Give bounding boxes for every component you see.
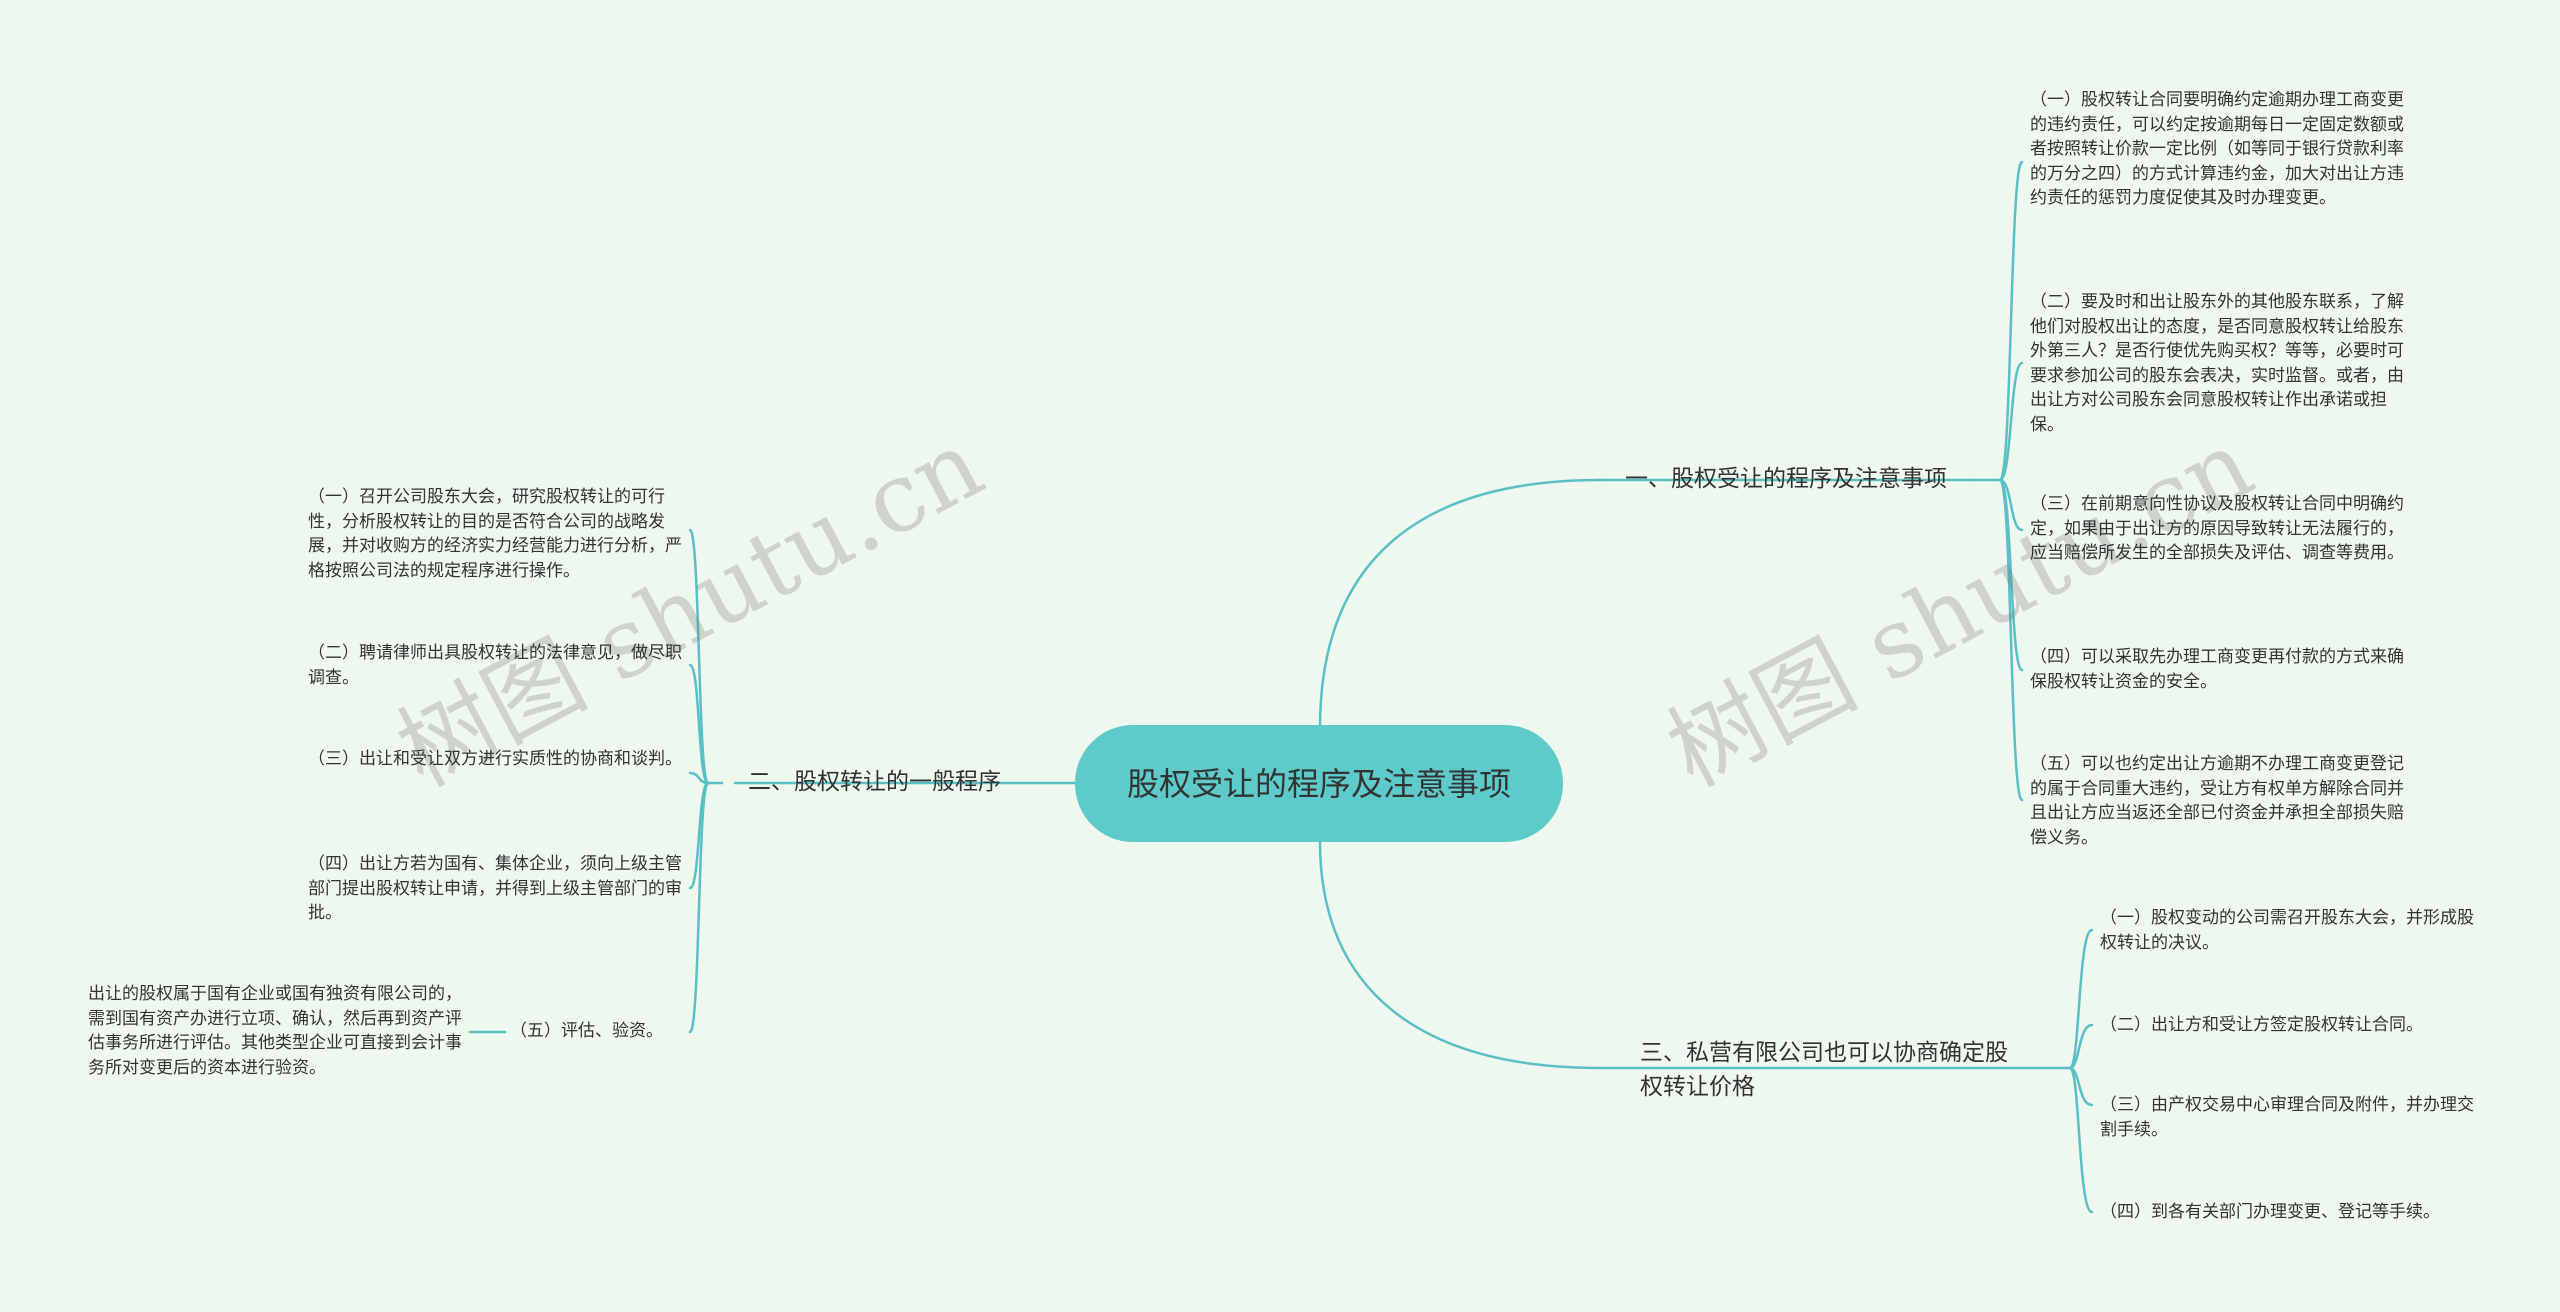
branch-1-label: 一、股权受让的程序及注意事项 [1625,466,1947,492]
b1-item-5-text: （五）可以也约定出让方逾期不办理工商变更登记的属于合同重大违约，受让方有权单方解… [2030,754,2404,848]
connector-root-b3 [1318,840,1602,1070]
b1-item-2[interactable]: （二）要及时和出让股东外的其他股东联系，了解他们对股权出让的态度，是否同意股权转… [2030,290,2408,437]
b2-item-2-text: （二）聘请律师出具股权转让的法律意见，做尽职调查。 [308,643,682,688]
b3-item-1[interactable]: （一）股权变动的公司需召开股东大会，并形成股权转让的决议。 [2100,906,2480,955]
b2-item-5-note[interactable]: 出让的股权属于国有企业或国有独资有限公司的，需到国有资产办进行立项、确认，然后再… [88,982,466,1080]
b1-item-3[interactable]: （三）在前期意向性协议及股权转让合同中明确约定，如果由于出让方的原因导致转让无法… [2030,492,2408,566]
branch-2-topic[interactable]: 二、股权转让的一般程序 [748,765,1038,799]
b3-item-3[interactable]: （三）由产权交易中心审理合同及附件，并办理交割手续。 [2100,1093,2480,1142]
b2-item-2[interactable]: （二）聘请律师出具股权转让的法律意见，做尽职调查。 [308,641,686,690]
root-topic-label: 股权受让的程序及注意事项 [1126,764,1511,803]
b2-item-4-text: （四）出让方若为国有、集体企业，须向上级主管部门提出股权转让申请，并得到上级主管… [308,854,682,923]
b3-item-2[interactable]: （二）出让方和受让方签定股权转让合同。 [2100,1013,2500,1038]
b2-item-3-text: （三）出让和受让双方进行实质性的协商和谈判。 [308,749,682,769]
b2-item-5-text: （五）评估、验资。 [510,1021,663,1041]
b3-item-1-text: （一）股权变动的公司需召开股东大会，并形成股权转让的决议。 [2100,908,2474,953]
b2-item-4[interactable]: （四）出让方若为国有、集体企业，须向上级主管部门提出股权转让申请，并得到上级主管… [308,852,686,926]
connector-root-b1 [1318,478,1602,730]
b2-item-5-note-text: 出让的股权属于国有企业或国有独资有限公司的，需到国有资产办进行立项、确认，然后再… [88,984,462,1078]
b1-item-1[interactable]: （一）股权转让合同要明确约定逾期办理工商变更的违约责任，可以约定按逾期每日一定固… [2030,88,2408,211]
b1-item-3-text: （三）在前期意向性协议及股权转让合同中明确约定，如果由于出让方的原因导致转让无法… [2030,494,2404,563]
branch-1-topic[interactable]: 一、股权受让的程序及注意事项 [1625,462,1985,496]
b1-item-2-text: （二）要及时和出让股东外的其他股东联系，了解他们对股权出让的态度，是否同意股权转… [2030,292,2404,435]
b2-item-1-text: （一）召开公司股东大会，研究股权转让的可行性，分析股权转让的目的是否符合公司的战… [308,487,682,581]
b2-item-3[interactable]: （三）出让和受让双方进行实质性的协商和谈判。 [308,747,686,772]
b1-item-4[interactable]: （四）可以采取先办理工商变更再付款的方式来确保股权转让资金的安全。 [2030,645,2408,694]
b3-item-3-text: （三）由产权交易中心审理合同及附件，并办理交割手续。 [2100,1095,2474,1140]
b3-item-4-text: （四）到各有关部门办理变更、登记等手续。 [2100,1202,2440,1222]
b1-item-4-text: （四）可以采取先办理工商变更再付款的方式来确保股权转让资金的安全。 [2030,647,2404,692]
branch-3-label: 三、私营有限公司也可以协商确定股权转让价格 [1640,1040,2008,1100]
root-topic[interactable]: 股权受让的程序及注意事项 [1075,725,1563,842]
branch-3-topic[interactable]: 三、私营有限公司也可以协商确定股权转让价格 [1640,1036,2020,1104]
branch-2-label: 二、股权转让的一般程序 [748,769,1001,795]
b1-item-5[interactable]: （五）可以也约定出让方逾期不办理工商变更登记的属于合同重大违约，受让方有权单方解… [2030,752,2408,850]
b1-item-1-text: （一）股权转让合同要明确约定逾期办理工商变更的违约责任，可以约定按逾期每日一定固… [2030,90,2404,208]
b2-item-1[interactable]: （一）召开公司股东大会，研究股权转让的可行性，分析股权转让的目的是否符合公司的战… [308,485,686,583]
b3-item-2-text: （二）出让方和受让方签定股权转让合同。 [2100,1015,2423,1035]
b2-item-5[interactable]: （五）评估、验资。 [510,1019,690,1044]
b3-item-4[interactable]: （四）到各有关部门办理变更、登记等手续。 [2100,1200,2500,1225]
